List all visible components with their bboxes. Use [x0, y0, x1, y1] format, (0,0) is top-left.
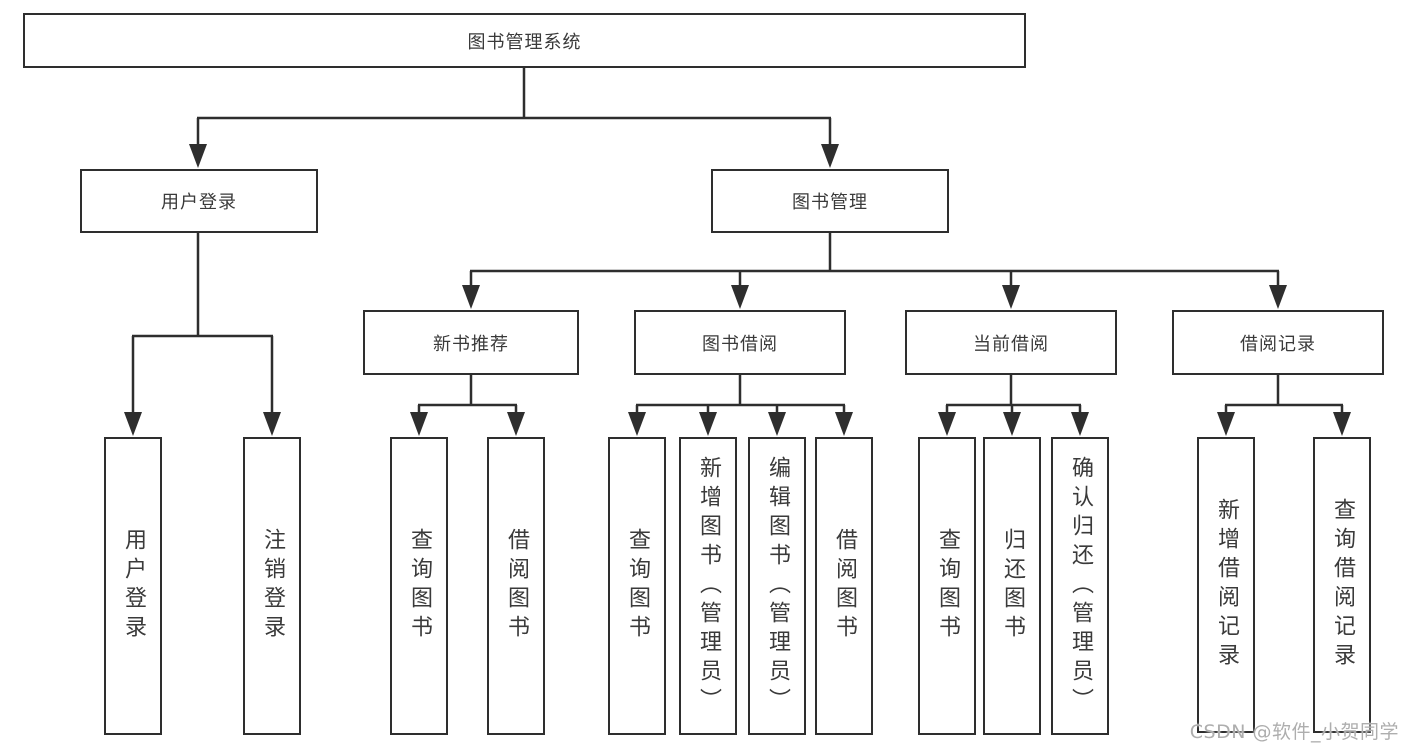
node-borrowing-records: 借阅记录: [1172, 310, 1384, 375]
node-user-login: 用户登录: [80, 169, 318, 233]
node-label: 借阅记录: [1240, 333, 1316, 355]
leaf-user-login: 用户登录: [104, 437, 162, 735]
leaf-confirm-return-admin: 确认归还（管理员）: [1051, 437, 1109, 735]
node-label: 确认归还（管理员）: [1068, 455, 1093, 717]
node-label: 当前借阅: [973, 333, 1049, 355]
node-label: 借阅图书: [504, 528, 529, 644]
leaf-query-borrow-record: 查询借阅记录: [1313, 437, 1371, 733]
leaf-edit-book-admin: 编辑图书（管理员）: [748, 437, 806, 735]
node-label: 新书推荐: [433, 333, 509, 355]
node-label: 图书借阅: [702, 333, 778, 355]
leaf-query-books-recommend: 查询图书: [390, 437, 448, 735]
leaf-add-borrow-record: 新增借阅记录: [1197, 437, 1255, 733]
node-book-borrowing: 图书借阅: [634, 310, 846, 375]
node-current-borrowing: 当前借阅: [905, 310, 1117, 375]
node-label: 用户登录: [121, 528, 146, 644]
leaf-query-books-current: 查询图书: [918, 437, 976, 735]
node-label: 用户登录: [161, 192, 237, 213]
node-label: 新增图书（管理员）: [696, 455, 721, 717]
node-label: 查询图书: [935, 528, 960, 644]
arrowheads: [124, 144, 1351, 436]
node-book-management: 图书管理: [711, 169, 949, 233]
node-label: 注销登录: [260, 528, 285, 644]
leaf-borrow-books-borrowing: 借阅图书: [815, 437, 873, 735]
node-label: 图书管理系统: [467, 31, 582, 53]
node-label: 编辑图书（管理员）: [765, 455, 790, 717]
node-new-book-recommend: 新书推荐: [363, 310, 579, 375]
leaf-add-book-admin: 新增图书（管理员）: [679, 437, 737, 735]
node-label: 新增借阅记录: [1214, 498, 1239, 672]
leaf-query-books-borrowing: 查询图书: [608, 437, 666, 735]
node-library-management-system: 图书管理系统: [23, 13, 1026, 68]
node-label: 查询图书: [407, 528, 432, 644]
leaf-logout: 注销登录: [243, 437, 301, 735]
node-label: 查询图书: [625, 528, 650, 644]
csdn-watermark: CSDN @软件_小贺同学: [1189, 721, 1399, 743]
leaf-return-books: 归还图书: [983, 437, 1041, 735]
node-label: 查询借阅记录: [1330, 498, 1355, 672]
node-label: 借阅图书: [832, 528, 857, 644]
node-label: 归还图书: [1000, 528, 1025, 644]
node-label: 图书管理: [792, 192, 868, 213]
leaf-borrow-books-recommend: 借阅图书: [487, 437, 545, 735]
